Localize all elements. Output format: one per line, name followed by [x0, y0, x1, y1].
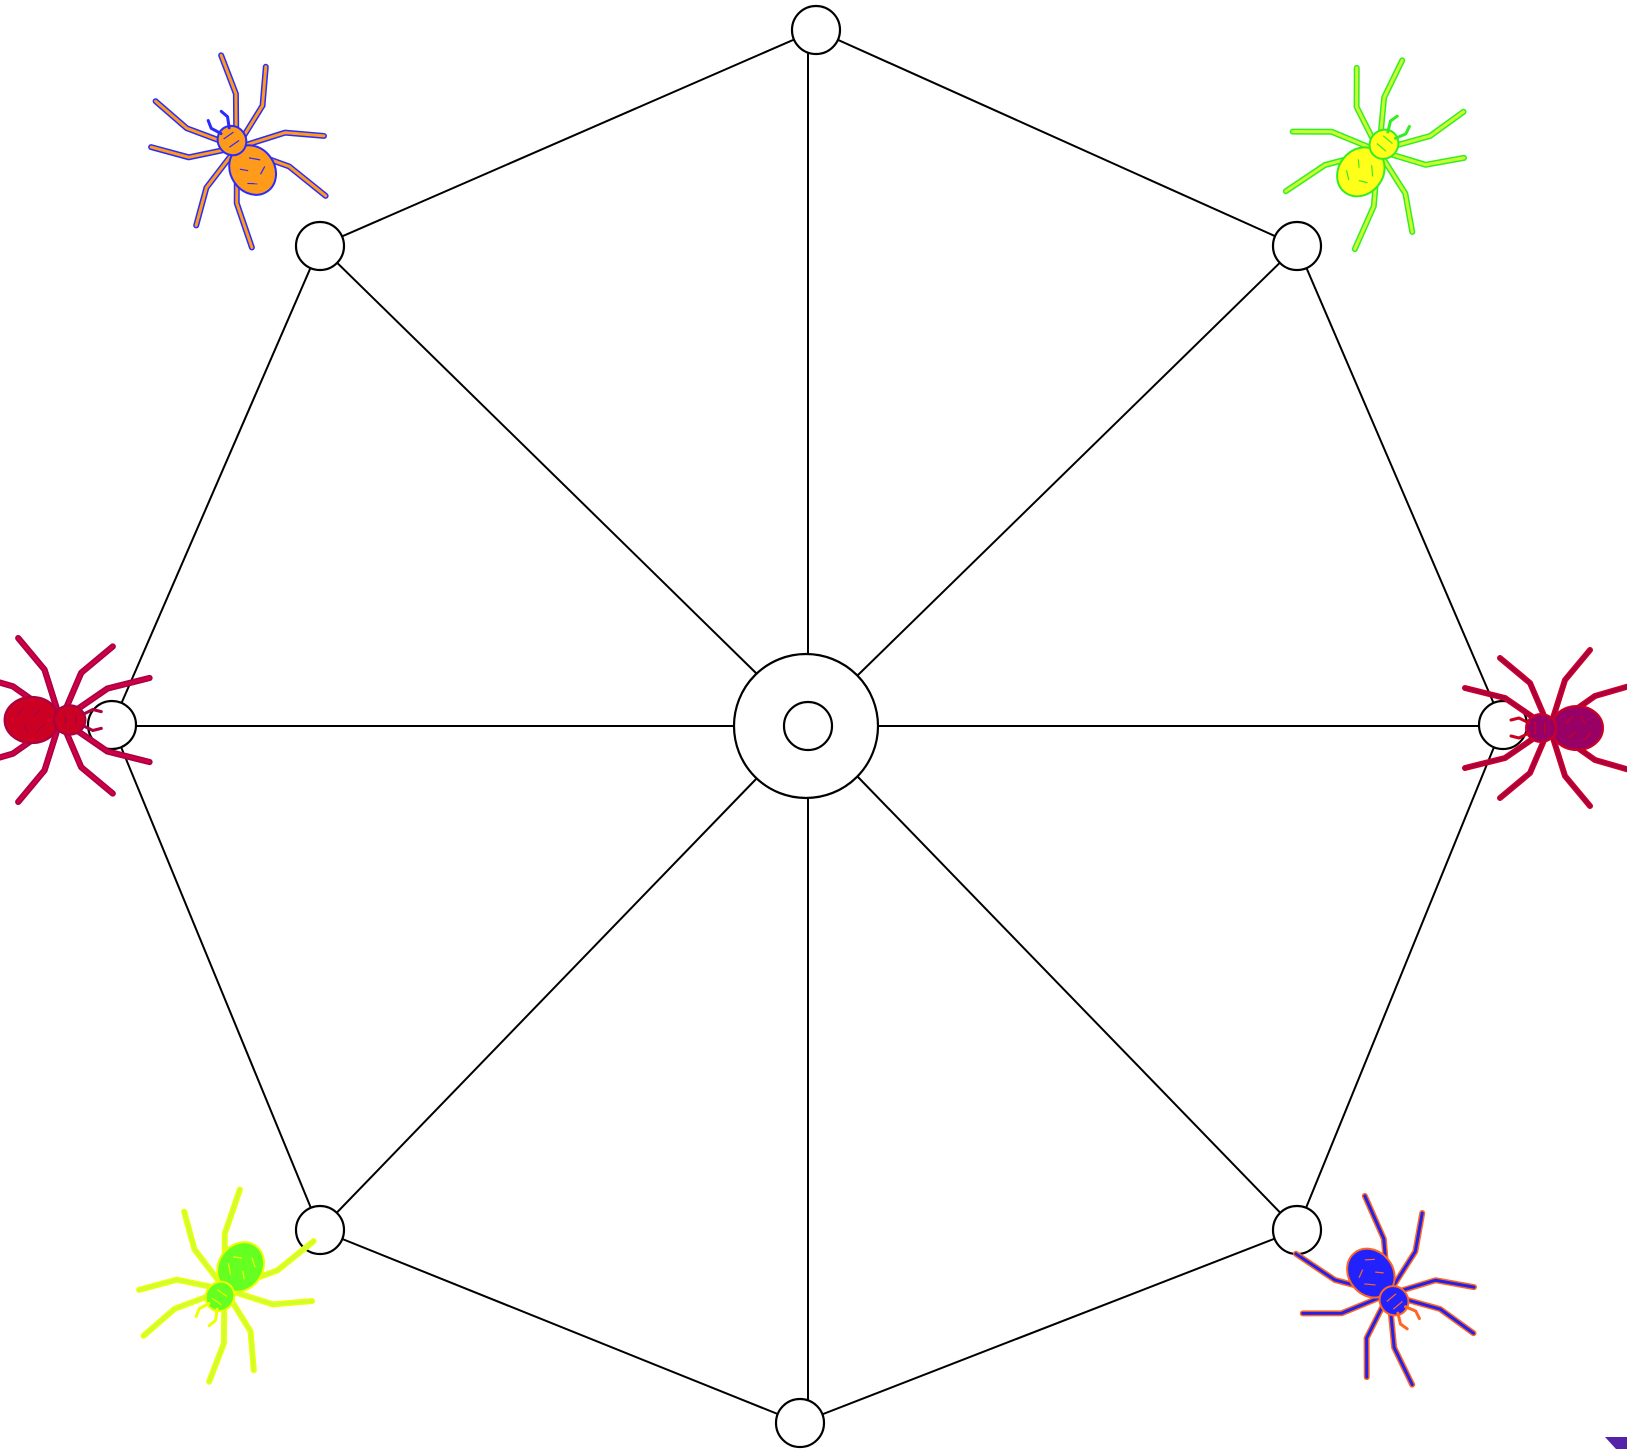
node-bottom[interactable] — [776, 1399, 824, 1447]
spoke-topright — [858, 246, 1297, 675]
edge-bottomright-bottom — [800, 1230, 1297, 1423]
edge-bottom-bottomleft — [320, 1230, 800, 1423]
edge-topright-right — [1297, 246, 1503, 725]
spoke-topleft — [320, 246, 758, 675]
spoke-bottomright — [858, 777, 1297, 1230]
node-topleft[interactable] — [296, 222, 344, 270]
node-top[interactable] — [792, 6, 840, 54]
node-bottomright[interactable] — [1273, 1206, 1321, 1254]
edge-topleft-top — [320, 30, 816, 246]
node-topright[interactable] — [1273, 222, 1321, 270]
edge-top-topright — [816, 30, 1297, 246]
spider-green-icon[interactable] — [112, 1171, 340, 1404]
center-node[interactable] — [784, 702, 832, 750]
edge-right-bottomright — [1297, 725, 1503, 1230]
edge-bottomleft-left — [112, 725, 320, 1230]
spoke-bottomleft — [320, 777, 758, 1230]
edge-left-topleft — [112, 246, 320, 725]
corner-marker-icon — [1605, 1437, 1627, 1449]
